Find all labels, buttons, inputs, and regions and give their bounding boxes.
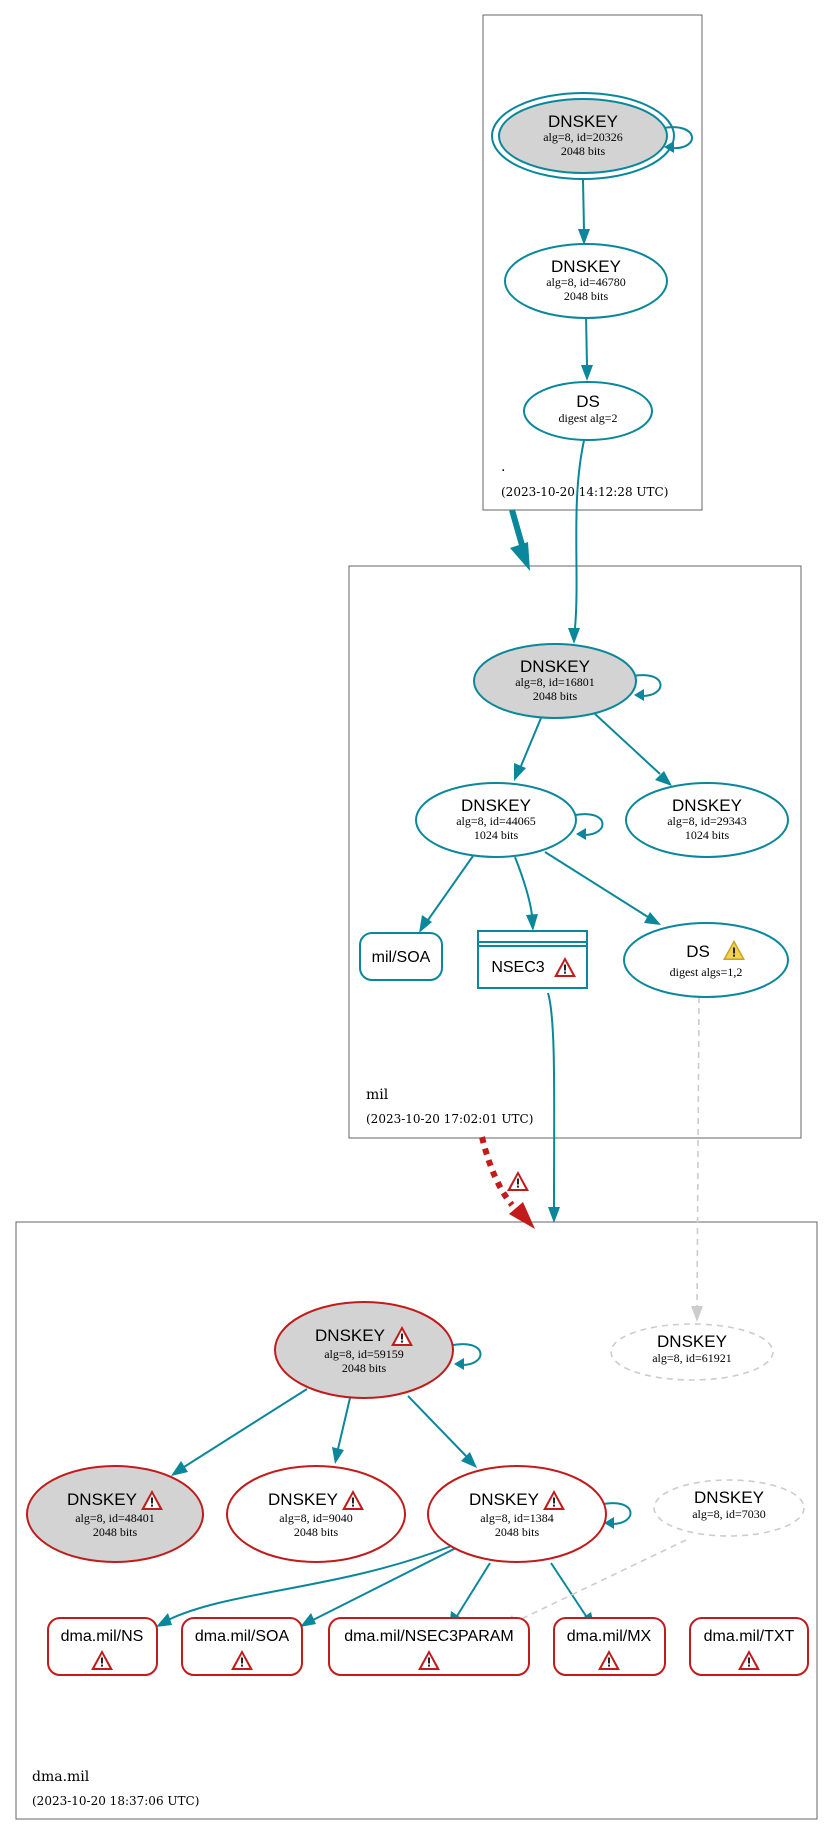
node-title: DS — [686, 942, 710, 961]
edge-root-ds-mil-ksk — [574, 435, 586, 629]
node-dma-txt[interactable]: dma.mil/TXT — [689, 1617, 809, 1676]
node-detail: alg=8, id=46780 — [546, 275, 626, 289]
edge-dma-ksk-1384 — [407, 1395, 467, 1457]
node-detail: 1024 bits — [474, 828, 519, 842]
node-detail: 2048 bits — [533, 689, 578, 703]
node-dma-nsec3param[interactable]: dma.mil/NSEC3PARAM — [328, 1617, 530, 1676]
node-mil-ds[interactable]: DS digest algs=1,2 — [623, 922, 789, 998]
node-mil-dnskey-16801[interactable]: DNSKEY alg=8, id=16801 2048 bits — [473, 643, 637, 719]
node-title: NSEC3 — [491, 959, 544, 976]
node-dma-dnskey-9040[interactable]: DNSKEY alg=8, id=9040 2048 bits — [226, 1465, 406, 1563]
node-detail: 1024 bits — [685, 828, 730, 842]
node-detail: alg=8, id=29343 — [667, 814, 747, 828]
node-mil-dnskey-29343[interactable]: DNSKEY alg=8, id=29343 1024 bits — [625, 782, 789, 858]
node-dma-dnskey-59159[interactable]: DNSKEY alg=8, id=59159 2048 bits — [274, 1301, 454, 1399]
node-dma-ns[interactable]: dma.mil/NS — [47, 1617, 158, 1676]
edge-dma-1384-mx — [550, 1562, 587, 1617]
node-detail: 2048 bits — [93, 1525, 138, 1539]
edge-dma-1384-ns — [167, 1544, 455, 1621]
delegation-error-icon — [507, 1171, 529, 1191]
edge-root-zsk-ds — [585, 314, 588, 367]
node-detail: alg=8, id=1384 — [480, 1511, 554, 1525]
edge-mil-zsk1-nsec3 — [514, 856, 533, 916]
node-title: mil/SOA — [372, 949, 431, 966]
node-dma-dnskey-61921[interactable]: DNSKEY alg=8, id=61921 — [610, 1323, 774, 1381]
edge-delegation-root-mil — [509, 509, 525, 546]
node-detail: alg=8, id=61921 — [652, 1351, 732, 1365]
node-detail: digest algs=1,2 — [670, 965, 743, 979]
node-title: DNSKEY — [461, 796, 531, 815]
edge-dma-ksk-48401 — [183, 1388, 308, 1468]
node-detail: alg=8, id=44065 — [456, 814, 536, 828]
node-dma-mx[interactable]: dma.mil/MX — [553, 1617, 666, 1676]
node-detail: alg=8, id=7030 — [692, 1507, 766, 1521]
node-mil-soa[interactable]: mil/SOA — [359, 932, 443, 981]
node-detail: alg=8, id=48401 — [75, 1511, 155, 1525]
edge-mil-zsk1-soa — [427, 855, 474, 921]
node-title: dma.mil/SOA — [195, 1628, 290, 1645]
node-detail: 2048 bits — [495, 1525, 540, 1539]
node-title: dma.mil/NSEC3PARAM — [344, 1628, 514, 1645]
node-dma-dnskey-48401[interactable]: DNSKEY alg=8, id=48401 2048 bits — [26, 1465, 204, 1563]
node-mil-nsec3[interactable]: NSEC3 — [477, 930, 588, 989]
node-title: DNSKEY — [469, 1490, 539, 1509]
zone-dma-time: (2023-10-20 18:37:06 UTC) — [32, 1794, 199, 1808]
node-detail: 2048 bits — [294, 1525, 339, 1539]
node-detail: 2048 bits — [564, 289, 609, 303]
node-root-ds[interactable]: DS digest alg=2 — [523, 381, 653, 441]
zone-root-time: (2023-10-20 14:12:28 UTC) — [501, 485, 668, 499]
edges — [156, 126, 703, 1629]
node-mil-dnskey-44065[interactable]: DNSKEY alg=8, id=44065 1024 bits — [415, 782, 577, 858]
node-title: DNSKEY — [268, 1490, 338, 1509]
edge-mil-ds-dma-61921 — [696, 996, 700, 1308]
node-title: DNSKEY — [548, 112, 618, 131]
node-title: DNSKEY — [520, 657, 590, 676]
edge-dma-7030-nsec3param — [514, 1539, 687, 1623]
node-title: DNSKEY — [672, 796, 742, 815]
node-title: DNSKEY — [551, 257, 621, 276]
edge-delegation-mil-dma — [479, 1136, 515, 1207]
node-detail: alg=8, id=20326 — [543, 130, 623, 144]
edge-mil-zsk1-ds — [544, 851, 649, 918]
edge-mil-ksk-self — [632, 674, 662, 697]
zone-mil-name: mil — [366, 1087, 389, 1103]
edge-dma-1384-nsec3param — [456, 1562, 491, 1617]
node-detail: alg=8, id=59159 — [324, 1347, 404, 1361]
node-title: dma.mil/NS — [61, 1628, 144, 1645]
node-title: DNSKEY — [315, 1326, 385, 1345]
node-title: DS — [576, 392, 600, 411]
node-root-dnskey-46780[interactable]: DNSKEY alg=8, id=46780 2048 bits — [504, 243, 668, 319]
zone-root-name: . — [501, 459, 505, 475]
edge-mil-zsk1-self — [574, 813, 604, 836]
node-detail: 2048 bits — [342, 1361, 387, 1375]
node-detail: alg=8, id=16801 — [515, 675, 595, 689]
node-title: dma.mil/MX — [567, 1628, 652, 1645]
edge-mil-ksk-zsk1 — [520, 717, 542, 767]
edge-dma-ksk-self — [452, 1343, 482, 1366]
edge-dma-ksk-9040 — [337, 1397, 351, 1450]
node-dma-dnskey-7030[interactable]: DNSKEY alg=8, id=7030 — [653, 1479, 805, 1537]
node-detail: digest alg=2 — [558, 411, 617, 425]
node-detail: alg=8, id=9040 — [279, 1511, 353, 1525]
node-dma-dnskey-1384[interactable]: DNSKEY alg=8, id=1384 2048 bits — [427, 1465, 607, 1563]
node-title: DNSKEY — [67, 1490, 137, 1509]
edge-mil-nsec3-dma — [547, 992, 556, 1208]
node-root-dnskey-20326[interactable]: DNSKEY alg=8, id=20326 2048 bits — [491, 92, 675, 180]
node-title: DNSKEY — [657, 1332, 727, 1351]
node-dma-soa[interactable]: dma.mil/SOA — [181, 1617, 303, 1676]
node-title: dma.mil/TXT — [704, 1628, 795, 1645]
edge-dma-1384-soa — [312, 1547, 457, 1621]
node-detail: 2048 bits — [561, 144, 606, 158]
edge-mil-ksk-zsk2 — [593, 712, 661, 775]
edge-dma-1384-self — [602, 1502, 632, 1525]
edge-root-ksk-zsk — [582, 179, 585, 231]
zone-mil-time: (2023-10-20 17:02:01 UTC) — [366, 1112, 533, 1126]
zone-dma-name: dma.mil — [32, 1769, 90, 1785]
node-title: DNSKEY — [694, 1488, 764, 1507]
